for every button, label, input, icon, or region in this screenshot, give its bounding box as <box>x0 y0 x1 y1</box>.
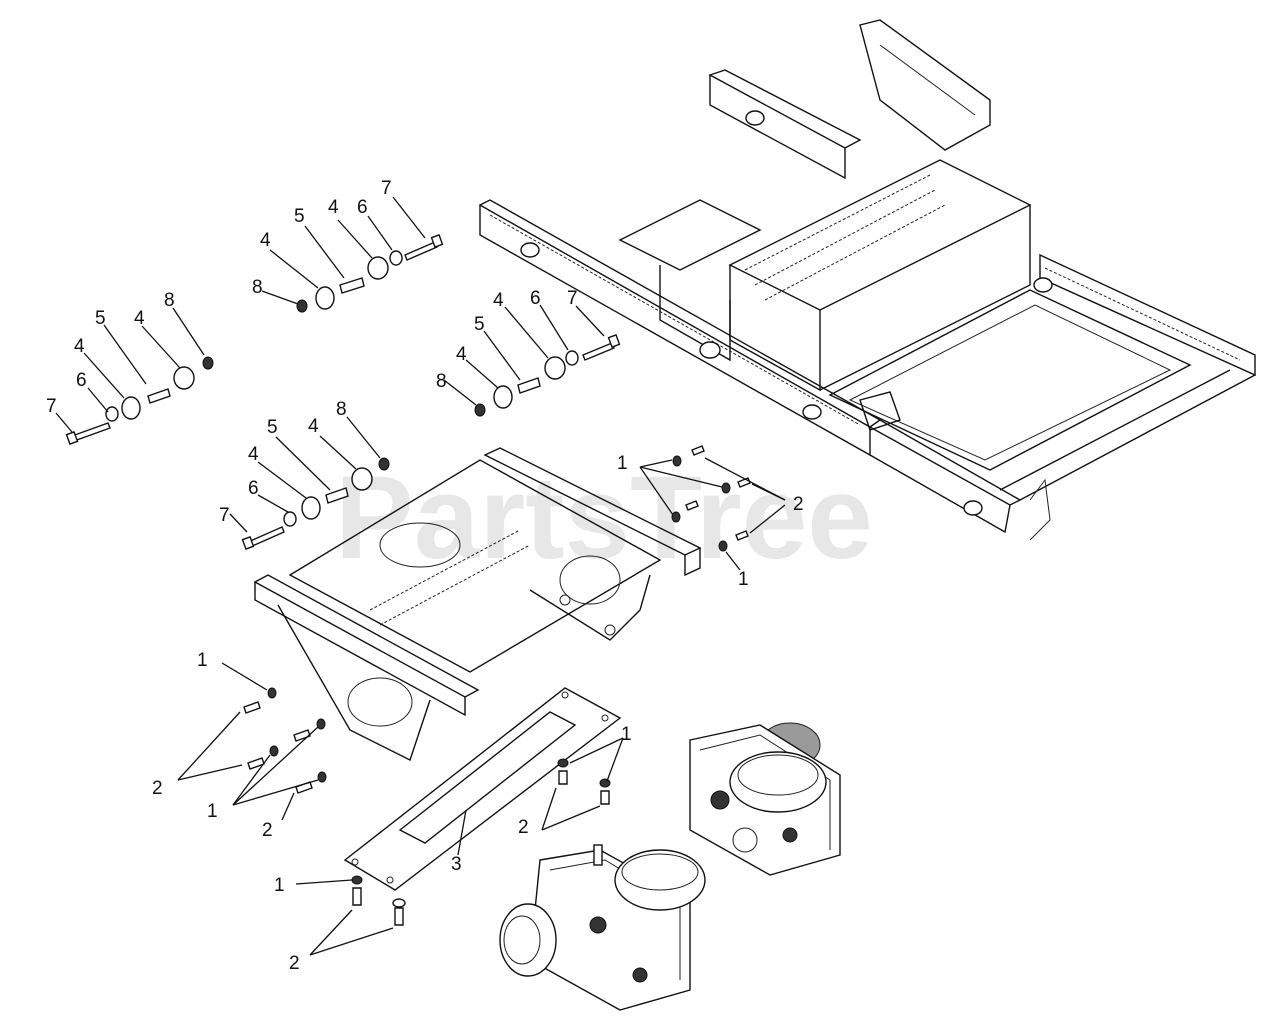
callout-1: 1 <box>621 724 632 745</box>
callout-1: 1 <box>738 569 749 590</box>
callout-5: 5 <box>267 417 278 438</box>
callout-4: 4 <box>248 444 259 465</box>
callout-7: 7 <box>381 178 392 199</box>
watermark: PartsTree <box>335 452 873 584</box>
callout-5: 5 <box>474 314 485 335</box>
callout-4: 4 <box>74 336 85 357</box>
sub-frame <box>253 447 702 761</box>
callout-4: 4 <box>308 416 319 437</box>
callout-4: 4 <box>493 290 504 311</box>
callout-4: 4 <box>328 197 339 218</box>
hardware-stack-d <box>241 457 390 550</box>
callout-5: 5 <box>294 206 305 227</box>
callout-6: 6 <box>357 197 368 218</box>
callout-5: 5 <box>95 308 106 329</box>
callout-8: 8 <box>164 290 175 311</box>
main-frame <box>478 19 1256 541</box>
callout-2: 2 <box>262 820 273 841</box>
callout-3: 3 <box>451 854 462 875</box>
hardware-stack-c <box>474 334 621 417</box>
callout-8: 8 <box>252 277 263 298</box>
callout-6: 6 <box>248 478 259 499</box>
callout-1: 1 <box>617 453 628 474</box>
callout-7: 7 <box>46 396 57 417</box>
callout-2: 2 <box>289 953 300 974</box>
callout-2: 2 <box>518 817 529 838</box>
callout-8: 8 <box>436 371 447 392</box>
callout-2: 2 <box>152 778 163 799</box>
callout-7: 7 <box>219 505 230 526</box>
callout-8: 8 <box>336 399 347 420</box>
callout-4: 4 <box>456 344 467 365</box>
callout-6: 6 <box>76 370 87 391</box>
callout-7: 7 <box>567 288 578 309</box>
callout-6: 6 <box>530 288 541 309</box>
leader-lines <box>55 196 786 956</box>
plate-part-3 <box>343 687 622 891</box>
callout-1: 1 <box>274 875 285 896</box>
hardware-stack-a <box>65 356 214 445</box>
callout-4: 4 <box>260 230 271 251</box>
transmission-left <box>499 844 706 1011</box>
callout-1: 1 <box>207 801 218 822</box>
hardware-stack-b <box>296 234 444 313</box>
transmission-right <box>689 722 841 876</box>
callout-4: 4 <box>134 308 145 329</box>
callouts: 7 6 4 5 4 8 8 4 5 4 6 7 8 4 5 4 6 7 7 6 … <box>46 178 804 974</box>
callout-2: 2 <box>793 494 804 515</box>
callout-1: 1 <box>197 650 208 671</box>
